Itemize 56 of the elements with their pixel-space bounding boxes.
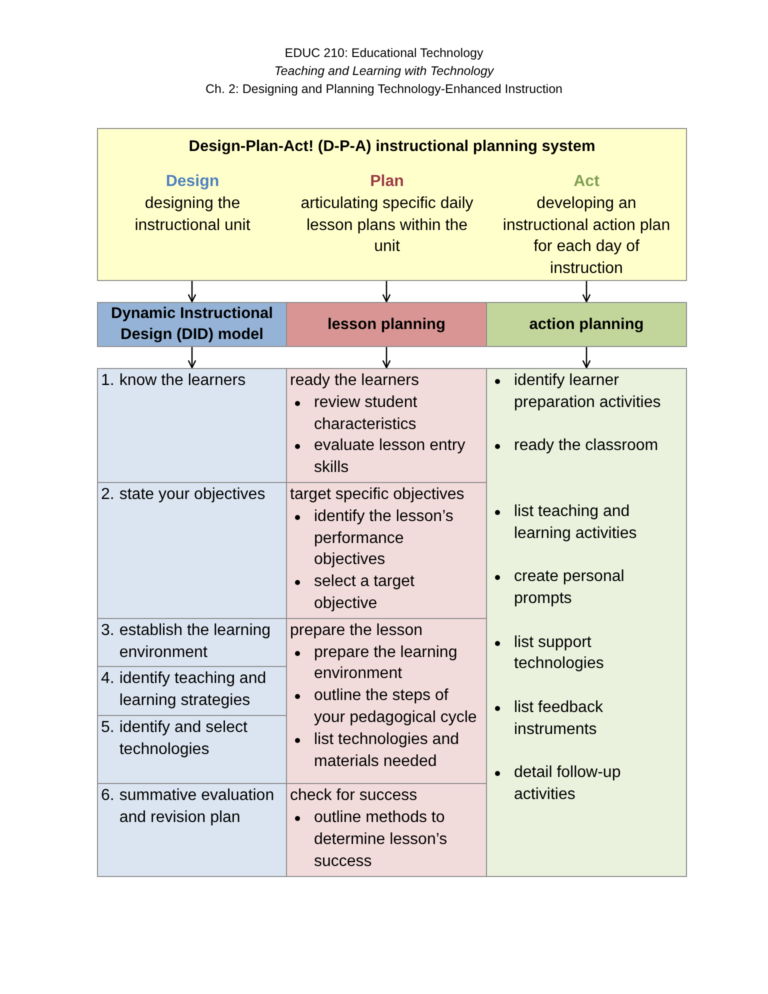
table-cell xyxy=(97,482,287,619)
step-number: 3. xyxy=(101,620,114,641)
step-number: 5. xyxy=(101,718,114,738)
book-title: Teaching and Learning with Technology xyxy=(274,63,494,80)
task-heading: ready the learners xyxy=(290,370,420,391)
step-number: 6. xyxy=(101,786,114,806)
task-heading: target specific objectives xyxy=(290,484,466,505)
phase-description: developing an instructional action plan for each day of instruction xyxy=(502,194,672,280)
course-heading: EDUC 210: Educational Technology xyxy=(284,45,484,62)
table-cell xyxy=(286,618,487,784)
action-item: detail follow-up activities xyxy=(514,763,622,806)
table-cell xyxy=(97,666,287,716)
table-cell xyxy=(97,783,287,877)
table-cell xyxy=(486,368,687,877)
task-heading: prepare the lesson xyxy=(290,620,424,641)
step-text: know the learners xyxy=(119,370,247,391)
task-item: list technologies and materials needed xyxy=(314,730,460,772)
phase-heading: Act xyxy=(574,172,600,192)
panel-title: Design-Plan-Act! (D-P-A) instructional planning system xyxy=(188,137,596,157)
arrow xyxy=(188,280,196,302)
step-text: state your objectives xyxy=(119,484,266,505)
table-cell xyxy=(97,368,287,483)
table-cell xyxy=(286,482,487,619)
step-text: summative evaluation and revision plan xyxy=(119,786,276,828)
action-item: list support technologies xyxy=(514,632,605,674)
arrow xyxy=(382,346,391,368)
stage-header: lesson planning xyxy=(286,302,487,347)
step-number: 2. xyxy=(101,484,114,505)
task-item: select a target objective xyxy=(314,572,416,614)
chapter-heading: Ch. 2: Designing and Planning Technology-Enhanced Instruction xyxy=(206,81,562,98)
task-heading: check for success xyxy=(290,786,418,806)
phase-description: articulating specific daily lesson plans within the unit xyxy=(300,194,474,258)
arrow xyxy=(382,280,391,302)
action-item: list teaching and learning activities xyxy=(514,502,638,544)
arrow xyxy=(582,346,591,368)
task-item: outline methods to determine lesson’s success xyxy=(314,808,448,872)
phase-heading: Design xyxy=(166,172,220,192)
step-number: 1. xyxy=(101,370,114,391)
step-number: 4. xyxy=(101,669,114,690)
action-item: list feedback instruments xyxy=(514,698,604,740)
step-text: identify and select technologies xyxy=(119,718,248,760)
table-cell xyxy=(286,368,487,483)
action-item: ready the classroom xyxy=(514,436,660,456)
action-item: identify learner preparation activities xyxy=(514,370,662,413)
task-item: evaluate lesson entry skills xyxy=(314,436,466,478)
stage-header: Dynamic Instructional Design (DID) model xyxy=(97,302,287,347)
table-cell xyxy=(286,783,487,877)
arrow xyxy=(582,280,591,302)
stage-header: action planning xyxy=(486,302,687,347)
planning-system-panel xyxy=(97,128,687,281)
table-cell xyxy=(97,714,287,784)
phase-heading: Plan xyxy=(370,172,404,192)
table-cell xyxy=(97,618,287,668)
phase-description: designing the instructional unit xyxy=(134,194,252,236)
action-item: create personal prompts xyxy=(514,567,626,609)
arrow xyxy=(188,346,196,368)
